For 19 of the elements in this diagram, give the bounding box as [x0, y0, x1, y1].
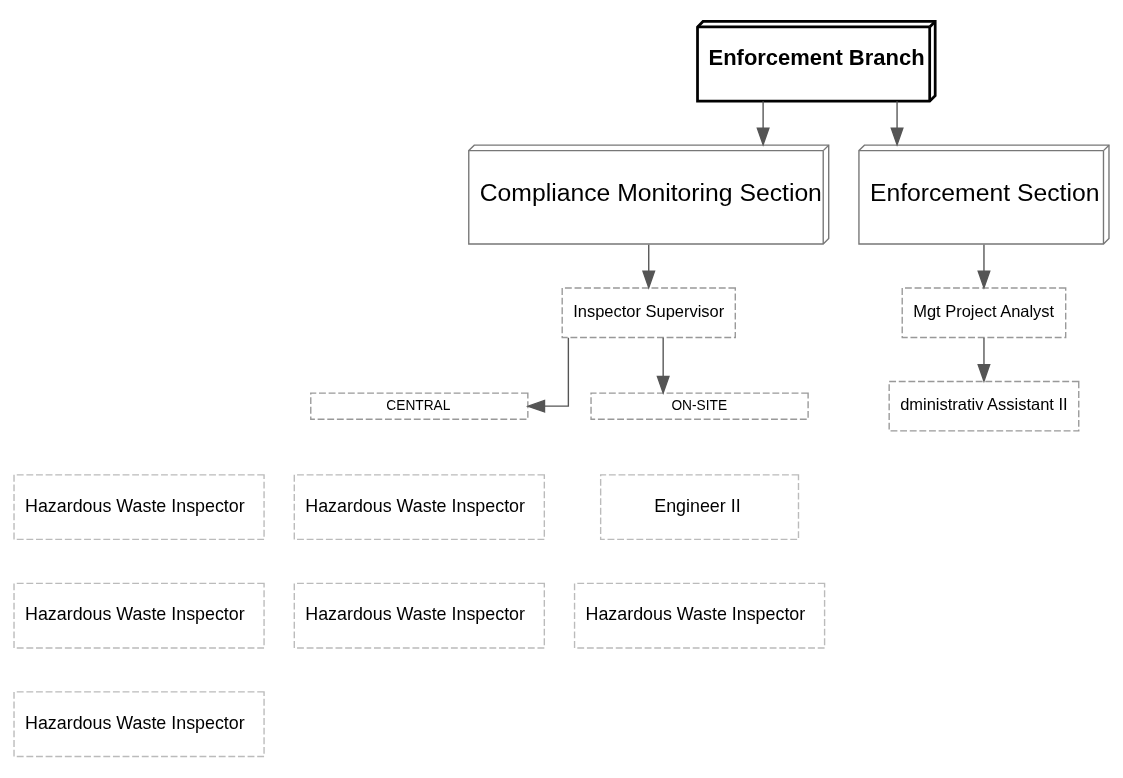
arrow [656, 337, 670, 395]
node-box: Hazardous Waste Inspector [573, 582, 826, 649]
node-box: ON-SITE [590, 392, 809, 420]
node-box: Hazardous Waste Inspector [293, 474, 545, 541]
arrow [756, 100, 770, 147]
arrow [977, 337, 991, 384]
node-box: Engineer II [599, 474, 800, 541]
arrow [642, 244, 656, 290]
node-box: Inspector Supervisor [561, 287, 736, 339]
arrow [977, 244, 991, 290]
node-box: Mgt Project Analyst [901, 287, 1067, 339]
node-box: dministrativ Assistant II [888, 380, 1080, 432]
node-box: Hazardous Waste Inspector [293, 582, 545, 649]
arrow [890, 100, 904, 147]
arrow [525, 337, 570, 413]
node-box: Hazardous Waste Inspector [13, 474, 265, 541]
node-box: Hazardous Waste Inspector [13, 582, 265, 649]
node-box: Hazardous Waste Inspector [13, 691, 265, 758]
node-box: CENTRAL [310, 392, 529, 420]
